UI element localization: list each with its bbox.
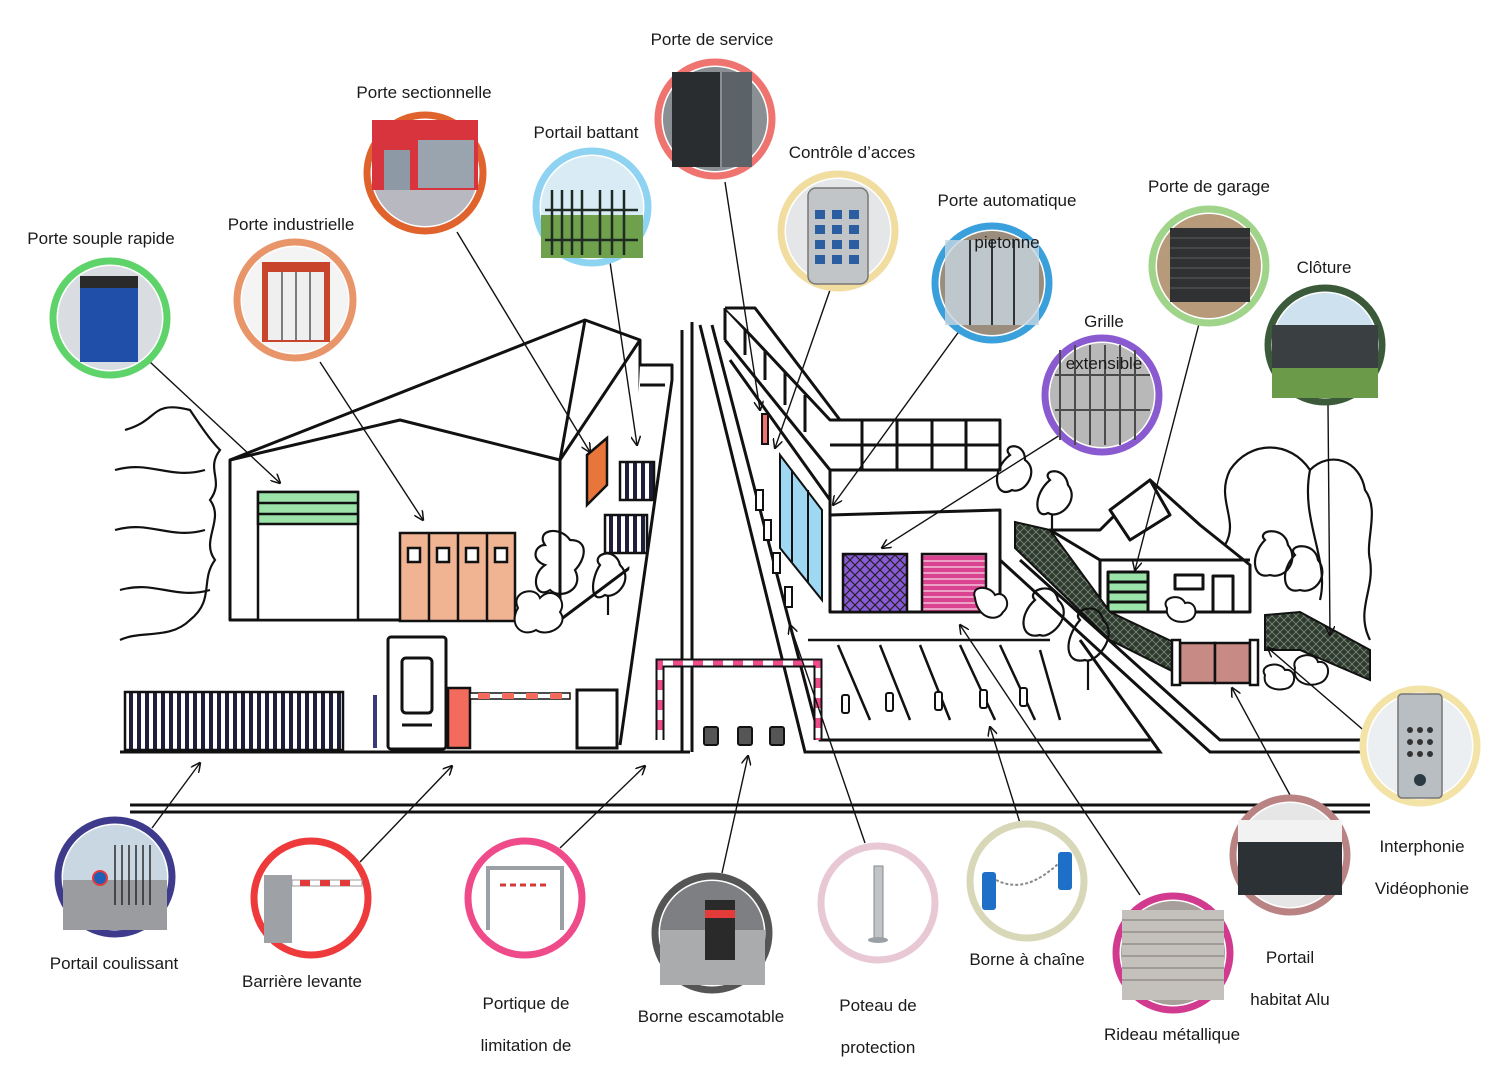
label-portique-limitation-hauteur: Portique de limitation de hauteur	[481, 972, 572, 1069]
label-line: Porte automatique	[937, 191, 1077, 210]
label-controle-acces: Contrôle d’acces	[788, 143, 916, 162]
label-line: limitation de	[480, 1036, 572, 1055]
label-porte-automatique-pietonne: Porte automatique pietonne	[938, 169, 1077, 274]
label-porte-industrielle: Porte industrielle	[227, 215, 355, 234]
label-line: Poteau de	[839, 996, 917, 1015]
label-borne-a-chaine: Borne à chaîne	[969, 950, 1085, 969]
sliding-gate	[123, 690, 345, 752]
label-line: Interphonie	[1379, 837, 1465, 856]
bubble-porte-souple-rapide	[49, 257, 171, 379]
bubble-porte-automatique	[931, 222, 1053, 344]
bubble-portique	[464, 837, 586, 959]
label-porte-sectionnelle: Porte sectionnelle	[356, 83, 492, 102]
parking-posts	[841, 687, 1028, 714]
label-rideau-metallique: Rideau métallique	[1103, 1025, 1241, 1044]
barrier-gate	[446, 686, 571, 750]
bubble-borne-chaine	[966, 820, 1088, 942]
bubble-porte-de-garage	[1148, 205, 1270, 327]
label-line: Vidéophonie	[1374, 879, 1470, 898]
bubble-cloture	[1264, 284, 1386, 406]
label-portail-coulissant: Portail coulissant	[49, 954, 179, 973]
bubble-barriere-levante	[250, 837, 372, 959]
label-porte-de-service: Porte de service	[650, 30, 774, 49]
height-portal	[655, 658, 823, 740]
label-line: Grille	[1084, 312, 1124, 331]
label-line: Portail	[1265, 948, 1315, 967]
label-line: protection	[840, 1038, 916, 1057]
label-line: Portique de	[482, 994, 570, 1013]
label-borne-escamotable: Borne escamotable	[637, 1007, 785, 1026]
gatehouse	[373, 635, 619, 751]
warehouse-doors	[256, 435, 656, 623]
label-poteau-de-protection: Poteau de protection	[839, 974, 917, 1069]
parking-bays	[808, 638, 1062, 721]
label-grille-extensible: Grille extensible	[1066, 290, 1143, 395]
bubble-portail-alu	[1229, 794, 1351, 916]
bubble-grille-extensible	[1041, 334, 1163, 456]
label-barriere-levante: Barrière levante	[241, 972, 363, 991]
bubble-porte-de-service	[654, 58, 776, 180]
bubble-portail-battant	[532, 147, 652, 267]
bubble-portail-coulissant	[54, 816, 176, 938]
label-line: pietonne	[974, 233, 1040, 252]
house	[1048, 478, 1252, 614]
label-porte-souple-rapide: Porte souple rapide	[27, 229, 175, 248]
label-portail-battant: Portail battant	[533, 123, 639, 142]
bubble-borne-escamotable	[651, 872, 773, 994]
label-cloture: Clôture	[1296, 258, 1352, 277]
retractable-bollards	[703, 726, 785, 746]
bubble-porte-sectionnelle	[363, 111, 487, 235]
house-gate	[1170, 638, 1260, 687]
label-line: habitat Alu	[1250, 990, 1330, 1009]
extensible-grille	[841, 552, 909, 614]
label-portail-habitat-alu: Portail habitat Alu	[1250, 926, 1329, 1031]
office-building	[723, 306, 1002, 614]
leader-lines	[149, 181, 1376, 896]
label-porte-de-garage: Porte de garage	[1148, 177, 1270, 196]
bubble-rideau-metallique	[1112, 892, 1234, 1014]
label-line: extensible	[1065, 354, 1143, 373]
bubble-controle-acces	[777, 170, 899, 292]
fence-right	[1264, 610, 1371, 682]
bubble-interphonie	[1359, 685, 1481, 807]
bubble-porte-industrielle	[233, 238, 357, 362]
trees	[114, 406, 1373, 690]
office-side-doors	[755, 413, 823, 608]
label-interphonie-videophonie: Interphonie Vidéophonie	[1375, 815, 1469, 920]
bubble-poteau-protection	[817, 842, 939, 964]
